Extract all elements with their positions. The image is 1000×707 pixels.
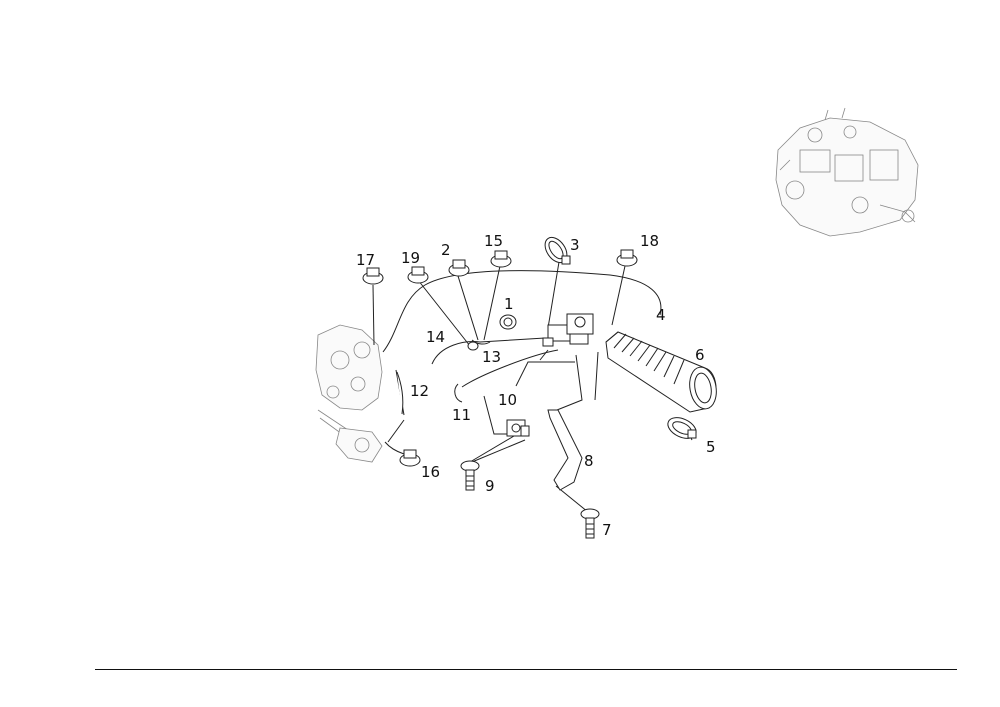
clamp-19 — [407, 266, 429, 284]
callout-19: 19 — [401, 249, 420, 267]
engine-locator-icon — [775, 107, 919, 237]
callout-15: 15 — [484, 232, 503, 250]
callout-4: 4 — [656, 306, 666, 324]
callout-7: 7 — [602, 521, 612, 539]
callout-14: 14 — [426, 328, 445, 346]
callout-17: 17 — [356, 251, 375, 269]
clamp-16 — [399, 449, 421, 467]
fitting-1 — [499, 314, 517, 330]
clamp-17 — [362, 267, 384, 285]
hose-end-14 — [471, 339, 491, 345]
turbocharger-icon — [315, 324, 383, 463]
callout-2: 2 — [441, 241, 451, 259]
callout-1: 1 — [504, 295, 514, 313]
callout-3: 3 — [570, 236, 580, 254]
callout-6: 6 — [695, 346, 705, 364]
solenoid-valve-10 — [506, 419, 530, 437]
callout-9: 9 — [485, 477, 495, 495]
valve-assembly — [542, 313, 594, 347]
intake-hose-6 — [605, 331, 717, 413]
clamp-2 — [448, 259, 470, 277]
callout-8: 8 — [584, 452, 594, 470]
bolt-7 — [580, 508, 600, 539]
bracket-8 — [547, 409, 583, 491]
callout-10: 10 — [498, 391, 517, 409]
clamp-18 — [616, 249, 638, 267]
footer-rule — [95, 669, 957, 670]
hose-end-11 — [454, 383, 463, 403]
callout-13: 13 — [482, 348, 501, 366]
bolt-9 — [460, 460, 480, 491]
hose-12 — [396, 371, 404, 415]
callout-5: 5 — [706, 438, 716, 456]
callout-11: 11 — [452, 406, 471, 424]
callout-16: 16 — [421, 463, 440, 481]
hose-end-13 — [467, 341, 479, 351]
band-clamp-5 — [667, 417, 697, 439]
clamp-15 — [490, 250, 512, 268]
callout-12: 12 — [410, 382, 429, 400]
band-clamp-3 — [544, 236, 571, 265]
callout-18: 18 — [640, 232, 659, 250]
